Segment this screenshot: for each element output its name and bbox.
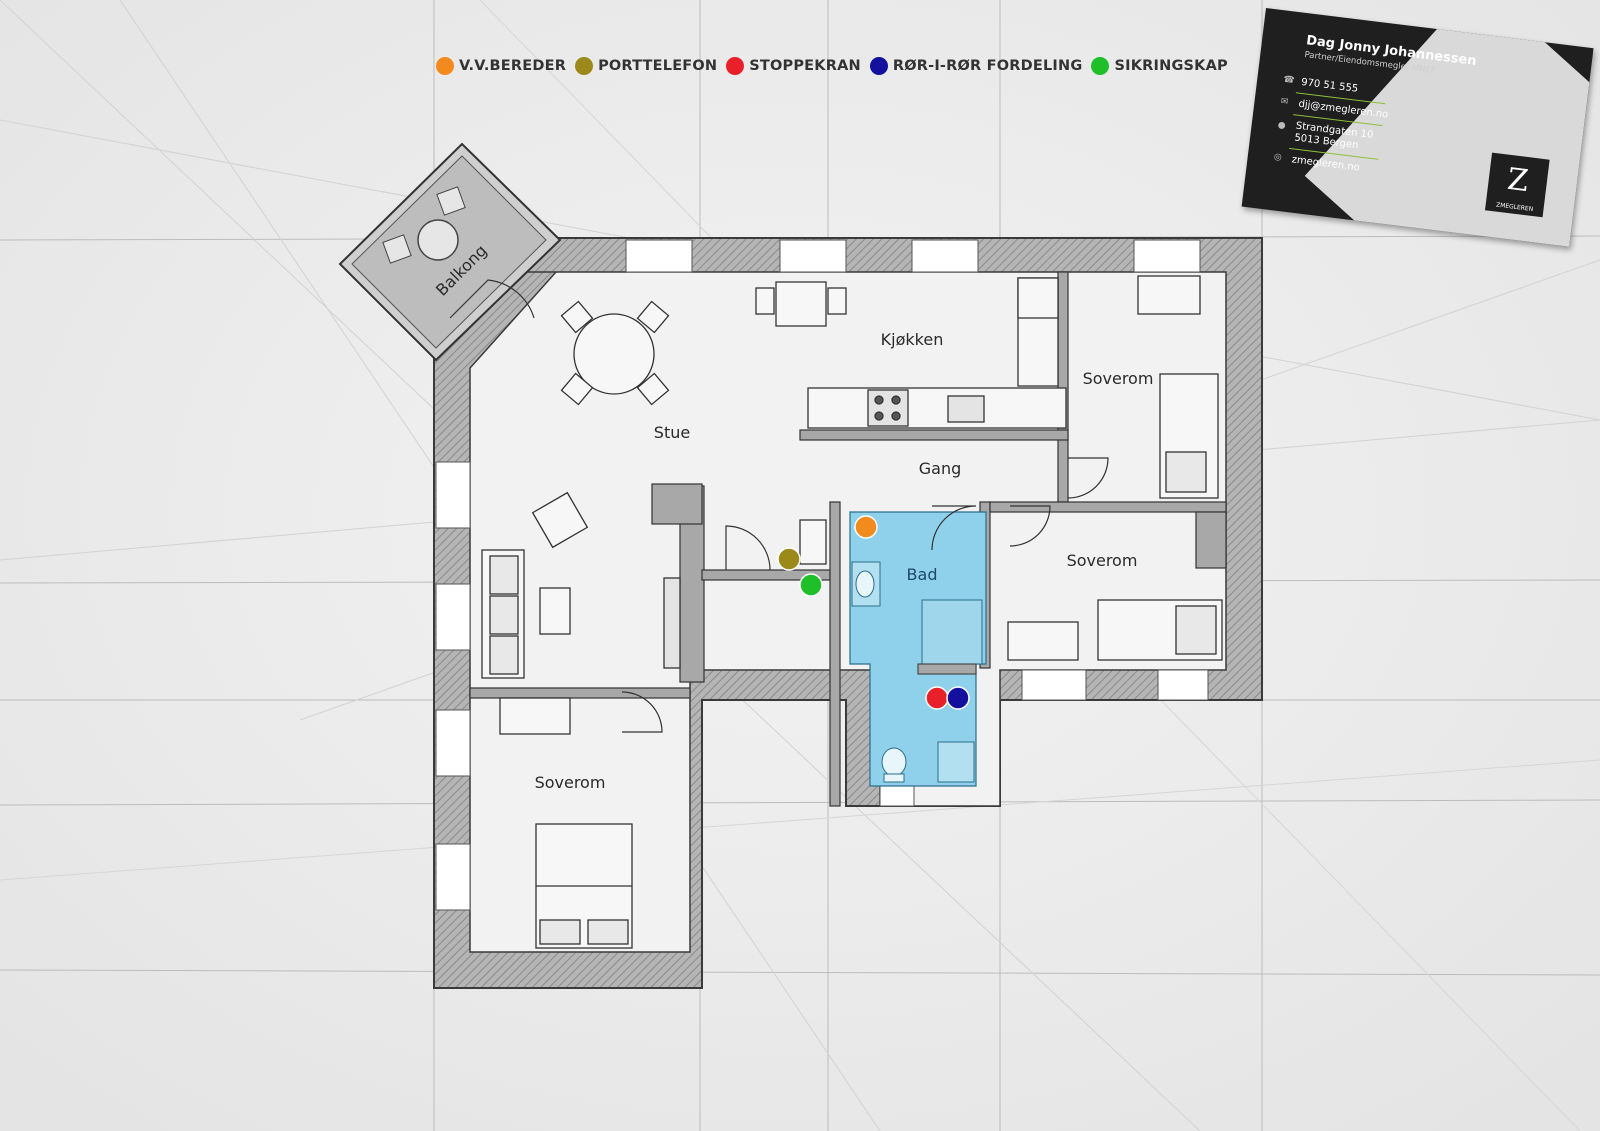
bathroom-area	[849, 511, 987, 787]
room-label-bad: Bad	[907, 565, 938, 584]
location-pin-icon: ●	[1277, 120, 1287, 132]
red-dot-icon	[726, 57, 745, 75]
water-heater-marker	[854, 515, 878, 539]
legend-label: STOPPEKRAN	[749, 58, 861, 74]
legend-item-stopcock: STOPPEKRAN	[726, 57, 861, 75]
kitchen-furniture	[755, 277, 1067, 429]
room-label-soverom-3: Soverom	[535, 773, 606, 792]
room-label-gang: Gang	[919, 459, 962, 478]
room-label-soverom-1: Soverom	[1083, 369, 1154, 388]
green-dot-icon	[1091, 57, 1110, 75]
globe-icon: ◎	[1273, 152, 1283, 163]
stopcock-marker	[925, 686, 949, 710]
legend-item-water-heater: V.V.BEREDER	[436, 57, 566, 75]
legend-item-pipe-distribution: RØR-I-RØR FORDELING	[869, 57, 1083, 75]
blue-dot-icon	[869, 57, 888, 75]
room-label-stue: Stue	[654, 423, 690, 442]
windows	[435, 239, 1209, 911]
legend-label: V.V.BEREDER	[459, 58, 567, 74]
living-room-furniture	[481, 300, 681, 679]
utility-markers	[777, 515, 970, 710]
legend-item-fuse-box: SIKRINGSKAP	[1091, 57, 1228, 75]
phone-icon: ☎	[1282, 74, 1296, 86]
balcony	[338, 142, 562, 362]
business-card: Dag Jonny Johannessen Partner/Eiendomsme…	[1241, 8, 1594, 247]
room-label-kjokken: Kjøkken	[881, 330, 944, 349]
mail-icon: ✉	[1280, 96, 1289, 108]
doors	[449, 279, 1109, 733]
company-logo: Z ZMEGLEREN	[1484, 152, 1550, 218]
agent-phone: 970 51 555	[1300, 76, 1359, 95]
olive-dot-icon	[575, 57, 594, 75]
legend-label: PORTTELEFON	[598, 58, 718, 74]
orange-dot-icon	[436, 57, 454, 75]
map-legend: V.V.BEREDER PORTTELEFON STOPPEKRAN RØR-I…	[436, 54, 1231, 78]
legend-label: SIKRINGSKAP	[1114, 58, 1228, 74]
legend-item-intercom: PORTTELEFON	[575, 57, 717, 75]
pipe-distribution-marker	[946, 686, 970, 710]
legend-label: RØR-I-RØR FORDELING	[892, 58, 1083, 74]
intercom-marker	[777, 547, 801, 571]
bedroom-furniture	[499, 275, 1223, 949]
room-label-soverom-2: Soverom	[1067, 551, 1138, 570]
fuse-box-marker	[799, 573, 823, 597]
